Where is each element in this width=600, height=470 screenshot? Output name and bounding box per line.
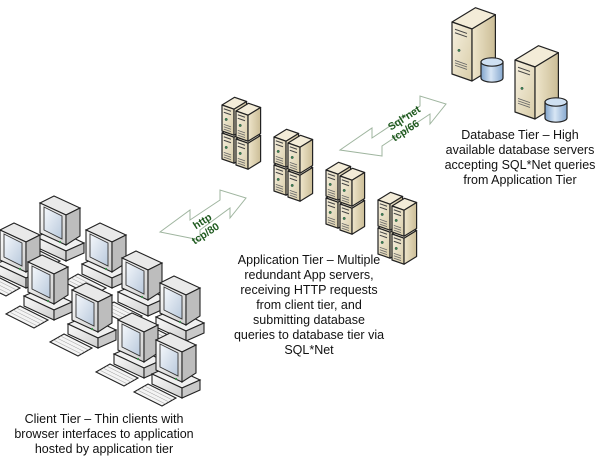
caption-line: Application Tier – Multiple	[237, 253, 381, 267]
server-icon	[451, 7, 496, 82]
connection-arrow-app-db: Sql*net tcp/66	[338, 95, 447, 157]
client-workstations	[0, 195, 206, 407]
caption-line: Client Tier – Thin clients with	[24, 412, 184, 426]
screen	[121, 323, 141, 357]
caption-line: queries to database tier via	[233, 328, 385, 342]
monitor-icon	[154, 332, 198, 384]
caption-line: accepting SQL*Net queries	[444, 158, 596, 172]
app-server-stack-1	[221, 96, 262, 170]
monitor-icon	[158, 275, 202, 327]
database-tier-caption: Database Tier – High available database …	[440, 128, 600, 188]
app-server-stack-3	[325, 161, 366, 235]
caption-line: available database servers	[445, 143, 595, 157]
database-servers	[451, 7, 568, 123]
connection-arrow-client-app: http tcp/80	[158, 189, 247, 247]
screen	[75, 293, 95, 327]
database-server-2	[514, 45, 568, 123]
client-workstation-5	[4, 254, 74, 329]
caption-line: Database Tier – High	[461, 128, 579, 142]
server-icon	[339, 167, 366, 207]
double-arrow-icon	[338, 95, 447, 157]
caption-line: receiving HTTP requests	[240, 283, 378, 297]
database-cylinder-icon	[480, 57, 504, 83]
monitor-icon	[38, 195, 82, 247]
application-servers	[221, 96, 418, 265]
screen	[31, 265, 51, 299]
screen	[163, 286, 183, 320]
client-tier-caption: Client Tier – Thin clients with browser …	[0, 412, 208, 457]
database-cylinder-icon	[544, 97, 568, 123]
app-server-stack-2	[273, 128, 314, 202]
application-tier-caption: Application Tier – Multiple redundant Ap…	[228, 253, 390, 358]
caption-line: redundant App servers,	[244, 268, 374, 282]
caption-line: submitting database	[253, 313, 365, 327]
caption-line: hosted by application tier	[34, 442, 174, 456]
monitor-icon	[26, 254, 70, 306]
monitor-icon	[116, 312, 160, 364]
client-workstation-8	[94, 312, 164, 387]
database-server-1	[451, 7, 504, 83]
screen	[125, 261, 145, 295]
screen	[3, 233, 23, 267]
app-server-stack-4	[377, 191, 418, 265]
server-icon	[514, 45, 559, 120]
monitor-icon	[70, 282, 114, 334]
double-arrow-icon	[158, 189, 247, 241]
caption-line: from Application Tier	[463, 173, 577, 187]
screen	[43, 206, 63, 240]
server-icon	[391, 197, 418, 237]
server-icon	[235, 102, 262, 142]
server-icon	[287, 134, 314, 174]
screen	[89, 233, 109, 267]
caption-line: SQL*Net	[284, 343, 334, 357]
server-icon	[235, 130, 262, 170]
caption-line: from client tier, and	[256, 298, 362, 312]
client-workstation-7	[48, 282, 118, 357]
client-workstation-9	[132, 332, 202, 407]
screen	[159, 343, 179, 377]
caption-line: browser interfaces to application	[14, 427, 194, 441]
